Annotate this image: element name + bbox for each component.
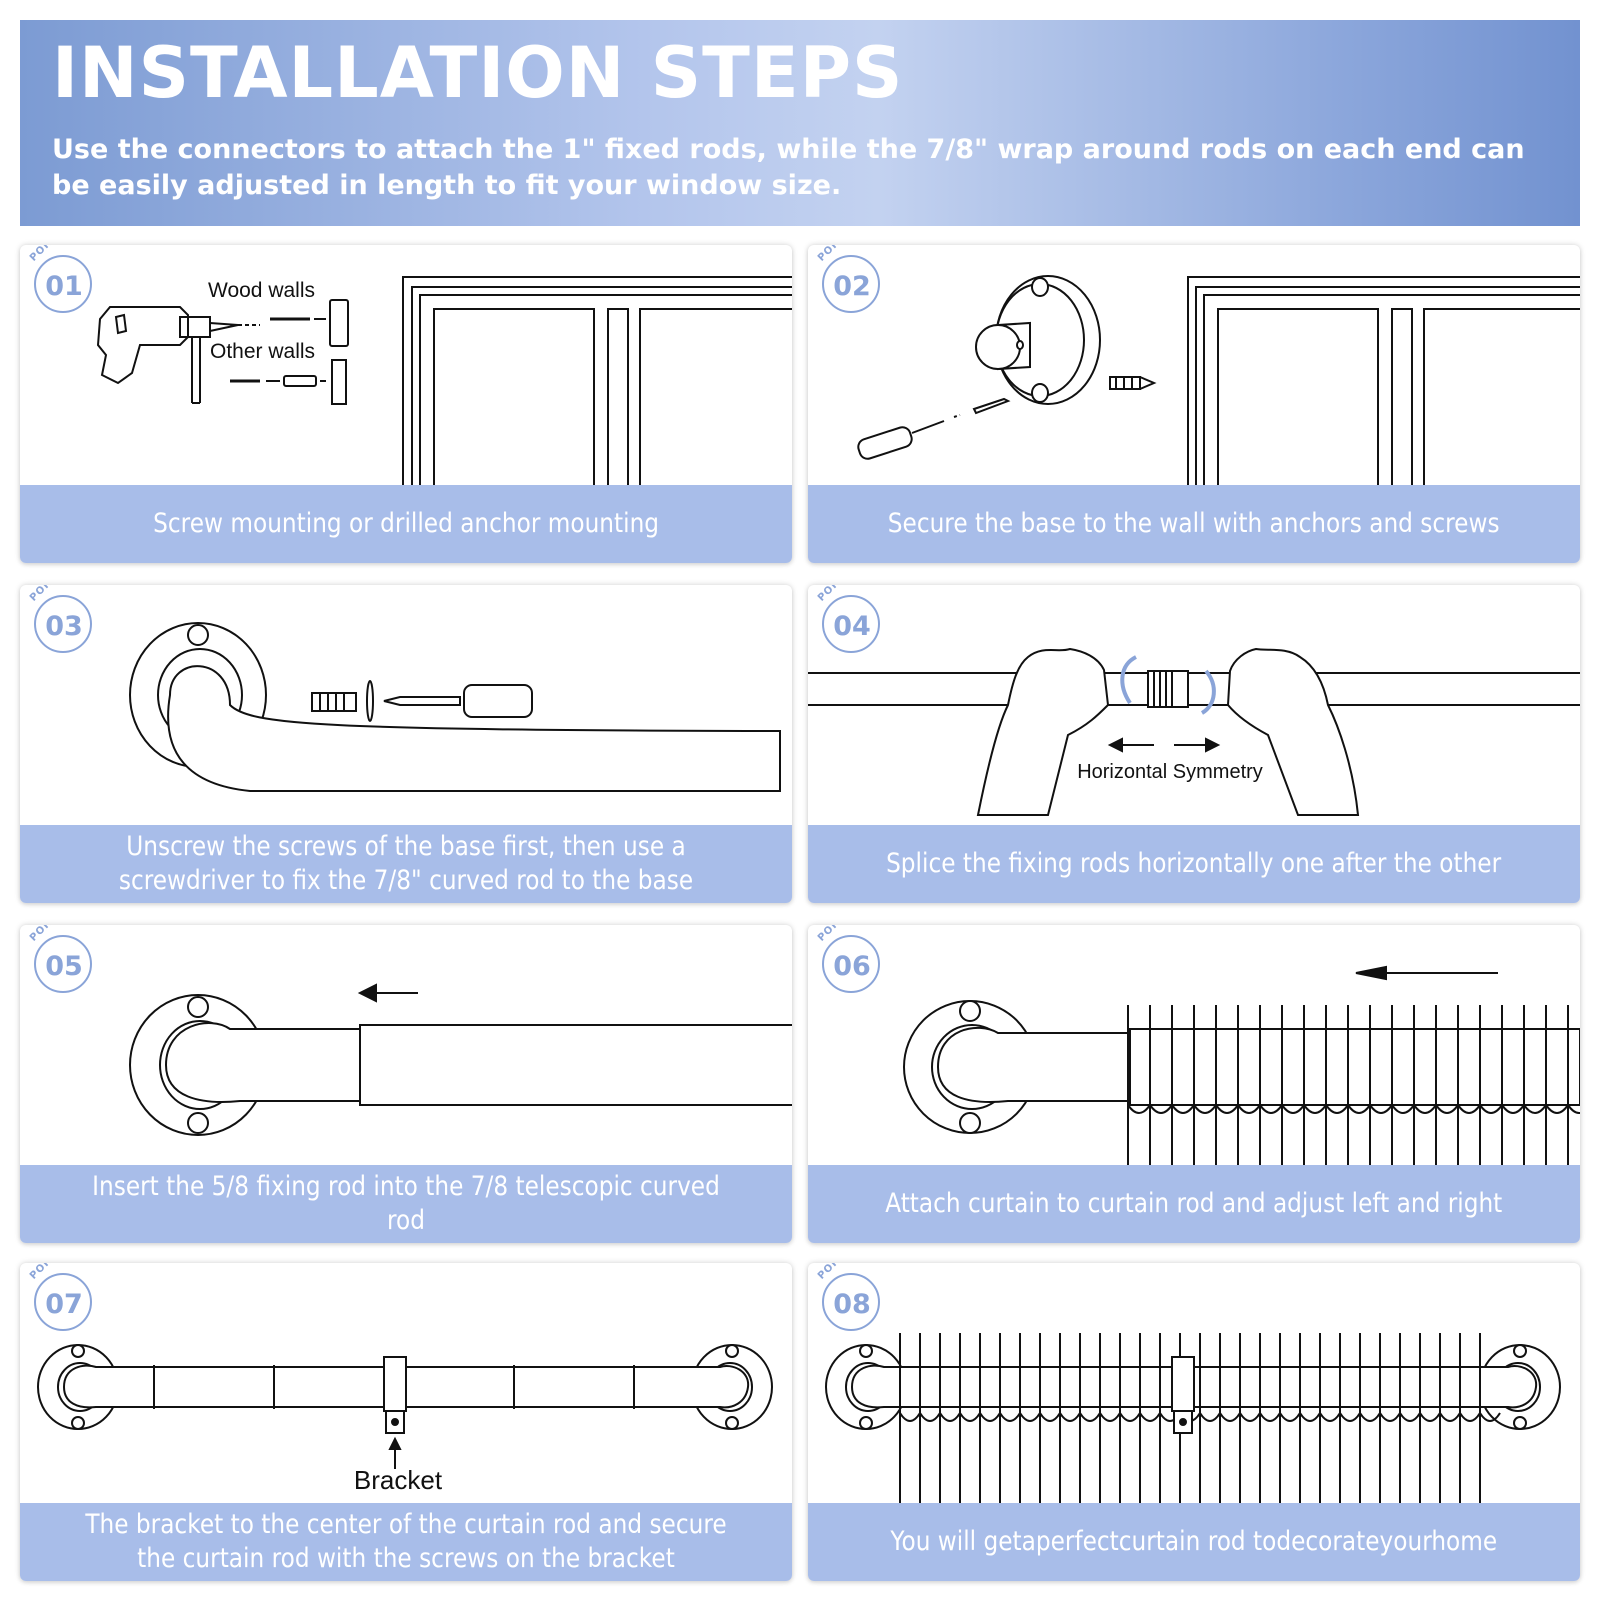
step-number: 02 bbox=[833, 271, 871, 302]
step-number: 05 bbox=[45, 951, 83, 982]
step-caption: The bracket to the center of the curtain… bbox=[20, 1503, 792, 1581]
step-badge-01: POINT 01 bbox=[25, 245, 93, 318]
curtain-icon bbox=[1127, 1005, 1580, 1165]
step-card-05: POINT 05 Insert the 5/8 fixing rod into … bbox=[20, 925, 792, 1243]
wall-base-icon bbox=[975, 275, 1101, 405]
step-card-02: POINT 02 Secure the base to the wall wit… bbox=[808, 245, 1580, 563]
bracket-label: Bracket bbox=[354, 1465, 443, 1495]
page-title: INSTALLATION STEPS bbox=[52, 32, 904, 114]
step-caption: Attach curtain to curtain rod and adjust… bbox=[808, 1165, 1580, 1243]
bracket-illustration: Bracket bbox=[37, 1344, 773, 1495]
badge-circle-icon bbox=[34, 935, 92, 993]
splice-rods-illustration: Horizontal Symmetry bbox=[808, 647, 1580, 816]
step-badge-06: POINT 06 bbox=[813, 925, 881, 998]
step-number: 04 bbox=[833, 611, 871, 642]
hand-icon bbox=[976, 647, 1110, 816]
step-caption: Screw mounting or drilled anchor mountin… bbox=[20, 485, 792, 563]
page-subtitle: Use the connectors to attach the 1" fixe… bbox=[52, 134, 1525, 201]
symmetry-label: Horizontal Symmetry bbox=[1077, 761, 1263, 783]
step-number: 08 bbox=[833, 1289, 871, 1320]
header-banner: INSTALLATION STEPS Use the connectors to… bbox=[20, 20, 1580, 226]
step-badge-03: POINT 03 bbox=[25, 585, 93, 658]
up-arrow-icon bbox=[388, 1436, 402, 1469]
drill-icon bbox=[96, 306, 239, 404]
curtain-icon bbox=[899, 1333, 1501, 1503]
anchor-icon bbox=[1109, 376, 1157, 390]
step-card-08: POINT 08 You will getaperfectcurtain rod… bbox=[808, 1263, 1580, 1581]
screwdriver-icon bbox=[383, 684, 533, 718]
screwdriver-icon bbox=[857, 397, 1011, 460]
left-arrow-icon bbox=[357, 983, 418, 1003]
step-number: 07 bbox=[45, 1289, 83, 1320]
step-card-04: Horizontal Symmetry POINT 04 Splice the … bbox=[808, 585, 1580, 903]
rotate-arrow-icon bbox=[1120, 655, 1216, 715]
badge-circle-icon bbox=[822, 935, 880, 993]
finished-curtain-illustration bbox=[825, 1333, 1561, 1503]
bracket-icon bbox=[1171, 1356, 1195, 1434]
step-badge-05: POINT 05 bbox=[25, 925, 93, 998]
step-caption: Splice the fixing rods horizontally one … bbox=[808, 825, 1580, 903]
step-number: 01 bbox=[45, 271, 83, 302]
step-caption: You will getaperfectcurtain rod todecora… bbox=[808, 1503, 1580, 1581]
direction-arrow-icon bbox=[1107, 737, 1221, 753]
screw-icon bbox=[311, 680, 374, 722]
step-badge-02: POINT 02 bbox=[813, 245, 881, 318]
bracket-icon bbox=[383, 1356, 407, 1434]
badge-circle-icon bbox=[34, 1273, 92, 1331]
step-caption: Insert the 5/8 fixing rod into the 7/8 t… bbox=[20, 1165, 792, 1243]
left-arrow-icon bbox=[1355, 965, 1498, 981]
step-caption: Unscrew the screws of the base first, th… bbox=[20, 825, 792, 903]
step-badge-07: POINT 07 bbox=[25, 1263, 93, 1336]
step-number: 06 bbox=[833, 951, 871, 982]
badge-circle-icon bbox=[822, 595, 880, 653]
step-badge-08: POINT 08 bbox=[813, 1263, 881, 1336]
step-number: 03 bbox=[45, 611, 83, 642]
wood-walls-label: Wood walls bbox=[208, 279, 315, 302]
insert-rod-illustration bbox=[129, 983, 792, 1136]
step-card-06: POINT 06 Attach curtain to curtain rod a… bbox=[808, 925, 1580, 1243]
badge-circle-icon bbox=[34, 595, 92, 653]
badge-circle-icon bbox=[822, 1273, 880, 1331]
other-walls-label: Other walls bbox=[210, 340, 315, 363]
badge-circle-icon bbox=[34, 255, 92, 313]
attach-curtain-illustration bbox=[903, 965, 1580, 1165]
drill-mounting-illustration: Wood walls Other walls bbox=[96, 276, 792, 550]
step-card-07: Bracket POINT 07 The bracket to the cent… bbox=[20, 1263, 792, 1581]
curved-rod-fix-illustration bbox=[129, 622, 781, 792]
step-card-01: Wood walls Other walls POINT 01 Screw mo… bbox=[20, 245, 792, 563]
step-caption: Secure the base to the wall with anchors… bbox=[808, 485, 1580, 563]
step-card-03: POINT 03 Unscrew the screws of the base … bbox=[20, 585, 792, 903]
hand-icon bbox=[1226, 647, 1360, 816]
step-badge-04: POINT 04 bbox=[813, 585, 881, 658]
badge-circle-icon bbox=[822, 255, 880, 313]
